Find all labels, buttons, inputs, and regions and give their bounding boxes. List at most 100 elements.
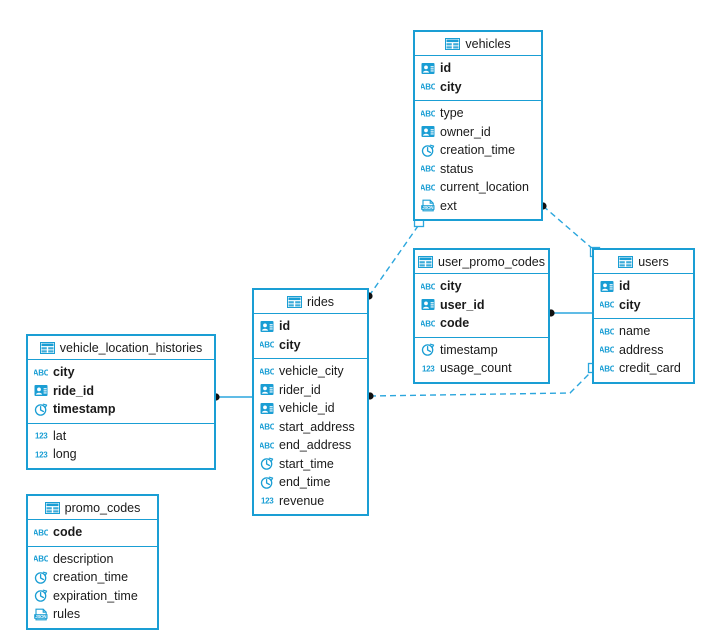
clock-timestamp-icon — [421, 144, 435, 157]
field-promo_codes-creation_time[interactable]: creation_time — [28, 568, 157, 587]
field-rides-start_address[interactable]: ABC start_address — [254, 418, 367, 437]
table-header-vehicle_location_histories[interactable]: vehicle_location_histories — [28, 336, 214, 360]
field-promo_codes-expiration_time[interactable]: expiration_time — [28, 587, 157, 606]
svg-text:JSON: JSON — [422, 205, 433, 210]
table-header-user_promo_codes[interactable]: user_promo_codes — [415, 250, 548, 274]
field-label: lat — [53, 428, 67, 443]
field-label: name — [619, 324, 651, 339]
primary-key-field-vehicle_location_histories-ride_id[interactable]: ride_id — [28, 382, 214, 401]
field-label: vehicle_city — [279, 364, 344, 379]
field-label: id — [619, 279, 631, 294]
abc-string-icon: ABC — [260, 439, 274, 452]
uuid-id-card-icon — [421, 62, 435, 75]
field-rides-end_time[interactable]: end_time — [254, 473, 367, 492]
field-label: code — [53, 525, 83, 540]
field-user_promo_codes-usage_count[interactable]: 123 usage_count — [415, 359, 548, 378]
primary-key-field-rides-id[interactable]: id — [254, 317, 367, 336]
svg-text:ABC: ABC — [600, 301, 614, 310]
table-header-users[interactable]: users — [594, 250, 693, 274]
table-icon — [618, 255, 634, 268]
abc-string-icon: ABC — [421, 80, 435, 93]
field-rides-rider_id[interactable]: rider_id — [254, 381, 367, 400]
table-header-vehicles[interactable]: vehicles — [415, 32, 541, 56]
field-users-name[interactable]: ABC name — [594, 322, 693, 341]
abc-string-icon: ABC — [260, 420, 274, 433]
svg-text:123: 123 — [422, 364, 435, 373]
table-name: vehicles — [465, 36, 511, 51]
field-label: user_id — [440, 297, 485, 312]
field-vehicles-owner_id[interactable]: owner_id — [415, 123, 541, 142]
field-label: creation_time — [440, 143, 516, 158]
field-vehicles-creation_time[interactable]: creation_time — [415, 141, 541, 160]
table-header-promo_codes[interactable]: promo_codes — [28, 496, 157, 520]
json-icon: JSON — [421, 199, 435, 212]
field-label: credit_card — [619, 361, 681, 376]
json-icon: JSON — [34, 608, 48, 621]
field-rides-vehicle_city[interactable]: ABC vehicle_city — [254, 362, 367, 381]
table-name: rides — [306, 294, 335, 309]
field-label: description — [53, 551, 114, 566]
abc-string-icon: ABC — [260, 365, 274, 378]
uuid-id-card-icon — [260, 383, 274, 396]
table-icon — [418, 255, 433, 268]
uuid-id-card-icon — [421, 298, 435, 311]
field-label: start_address — [279, 419, 355, 434]
clock-timestamp-icon — [260, 457, 274, 470]
field-user_promo_codes-timestamp[interactable]: timestamp — [415, 341, 548, 360]
primary-key-field-user_promo_codes-user_id[interactable]: user_id — [415, 296, 548, 315]
primary-key-field-vehicles-id[interactable]: id — [415, 59, 541, 78]
field-label: timestamp — [440, 342, 498, 357]
123-number-icon: 123 — [260, 494, 274, 507]
primary-key-field-users-id[interactable]: id — [594, 277, 693, 296]
field-label: start_time — [279, 456, 334, 471]
relationship-vehicle_location_histories-rides[interactable] — [212, 393, 252, 401]
svg-text:ABC: ABC — [260, 441, 274, 450]
field-rides-start_time[interactable]: start_time — [254, 455, 367, 474]
field-users-credit_card[interactable]: ABC credit_card — [594, 359, 693, 378]
abc-string-icon: ABC — [600, 298, 614, 311]
table-name: vehicle_location_histories — [59, 340, 203, 355]
table-icon — [44, 501, 60, 514]
table-header-rides[interactable]: rides — [254, 290, 367, 314]
field-label: usage_count — [440, 361, 512, 376]
primary-key-field-vehicle_location_histories-timestamp[interactable]: timestamp — [28, 400, 214, 419]
svg-text:ABC: ABC — [600, 364, 614, 373]
field-label: rider_id — [279, 382, 321, 397]
abc-string-icon: ABC — [600, 325, 614, 338]
svg-text:ABC: ABC — [260, 423, 274, 432]
clock-timestamp-icon — [34, 571, 48, 584]
field-rides-vehicle_id[interactable]: vehicle_id — [254, 399, 367, 418]
field-label: type — [440, 106, 464, 121]
relationship-user_promo_codes-users[interactable] — [547, 309, 592, 317]
field-label: id — [279, 319, 291, 334]
